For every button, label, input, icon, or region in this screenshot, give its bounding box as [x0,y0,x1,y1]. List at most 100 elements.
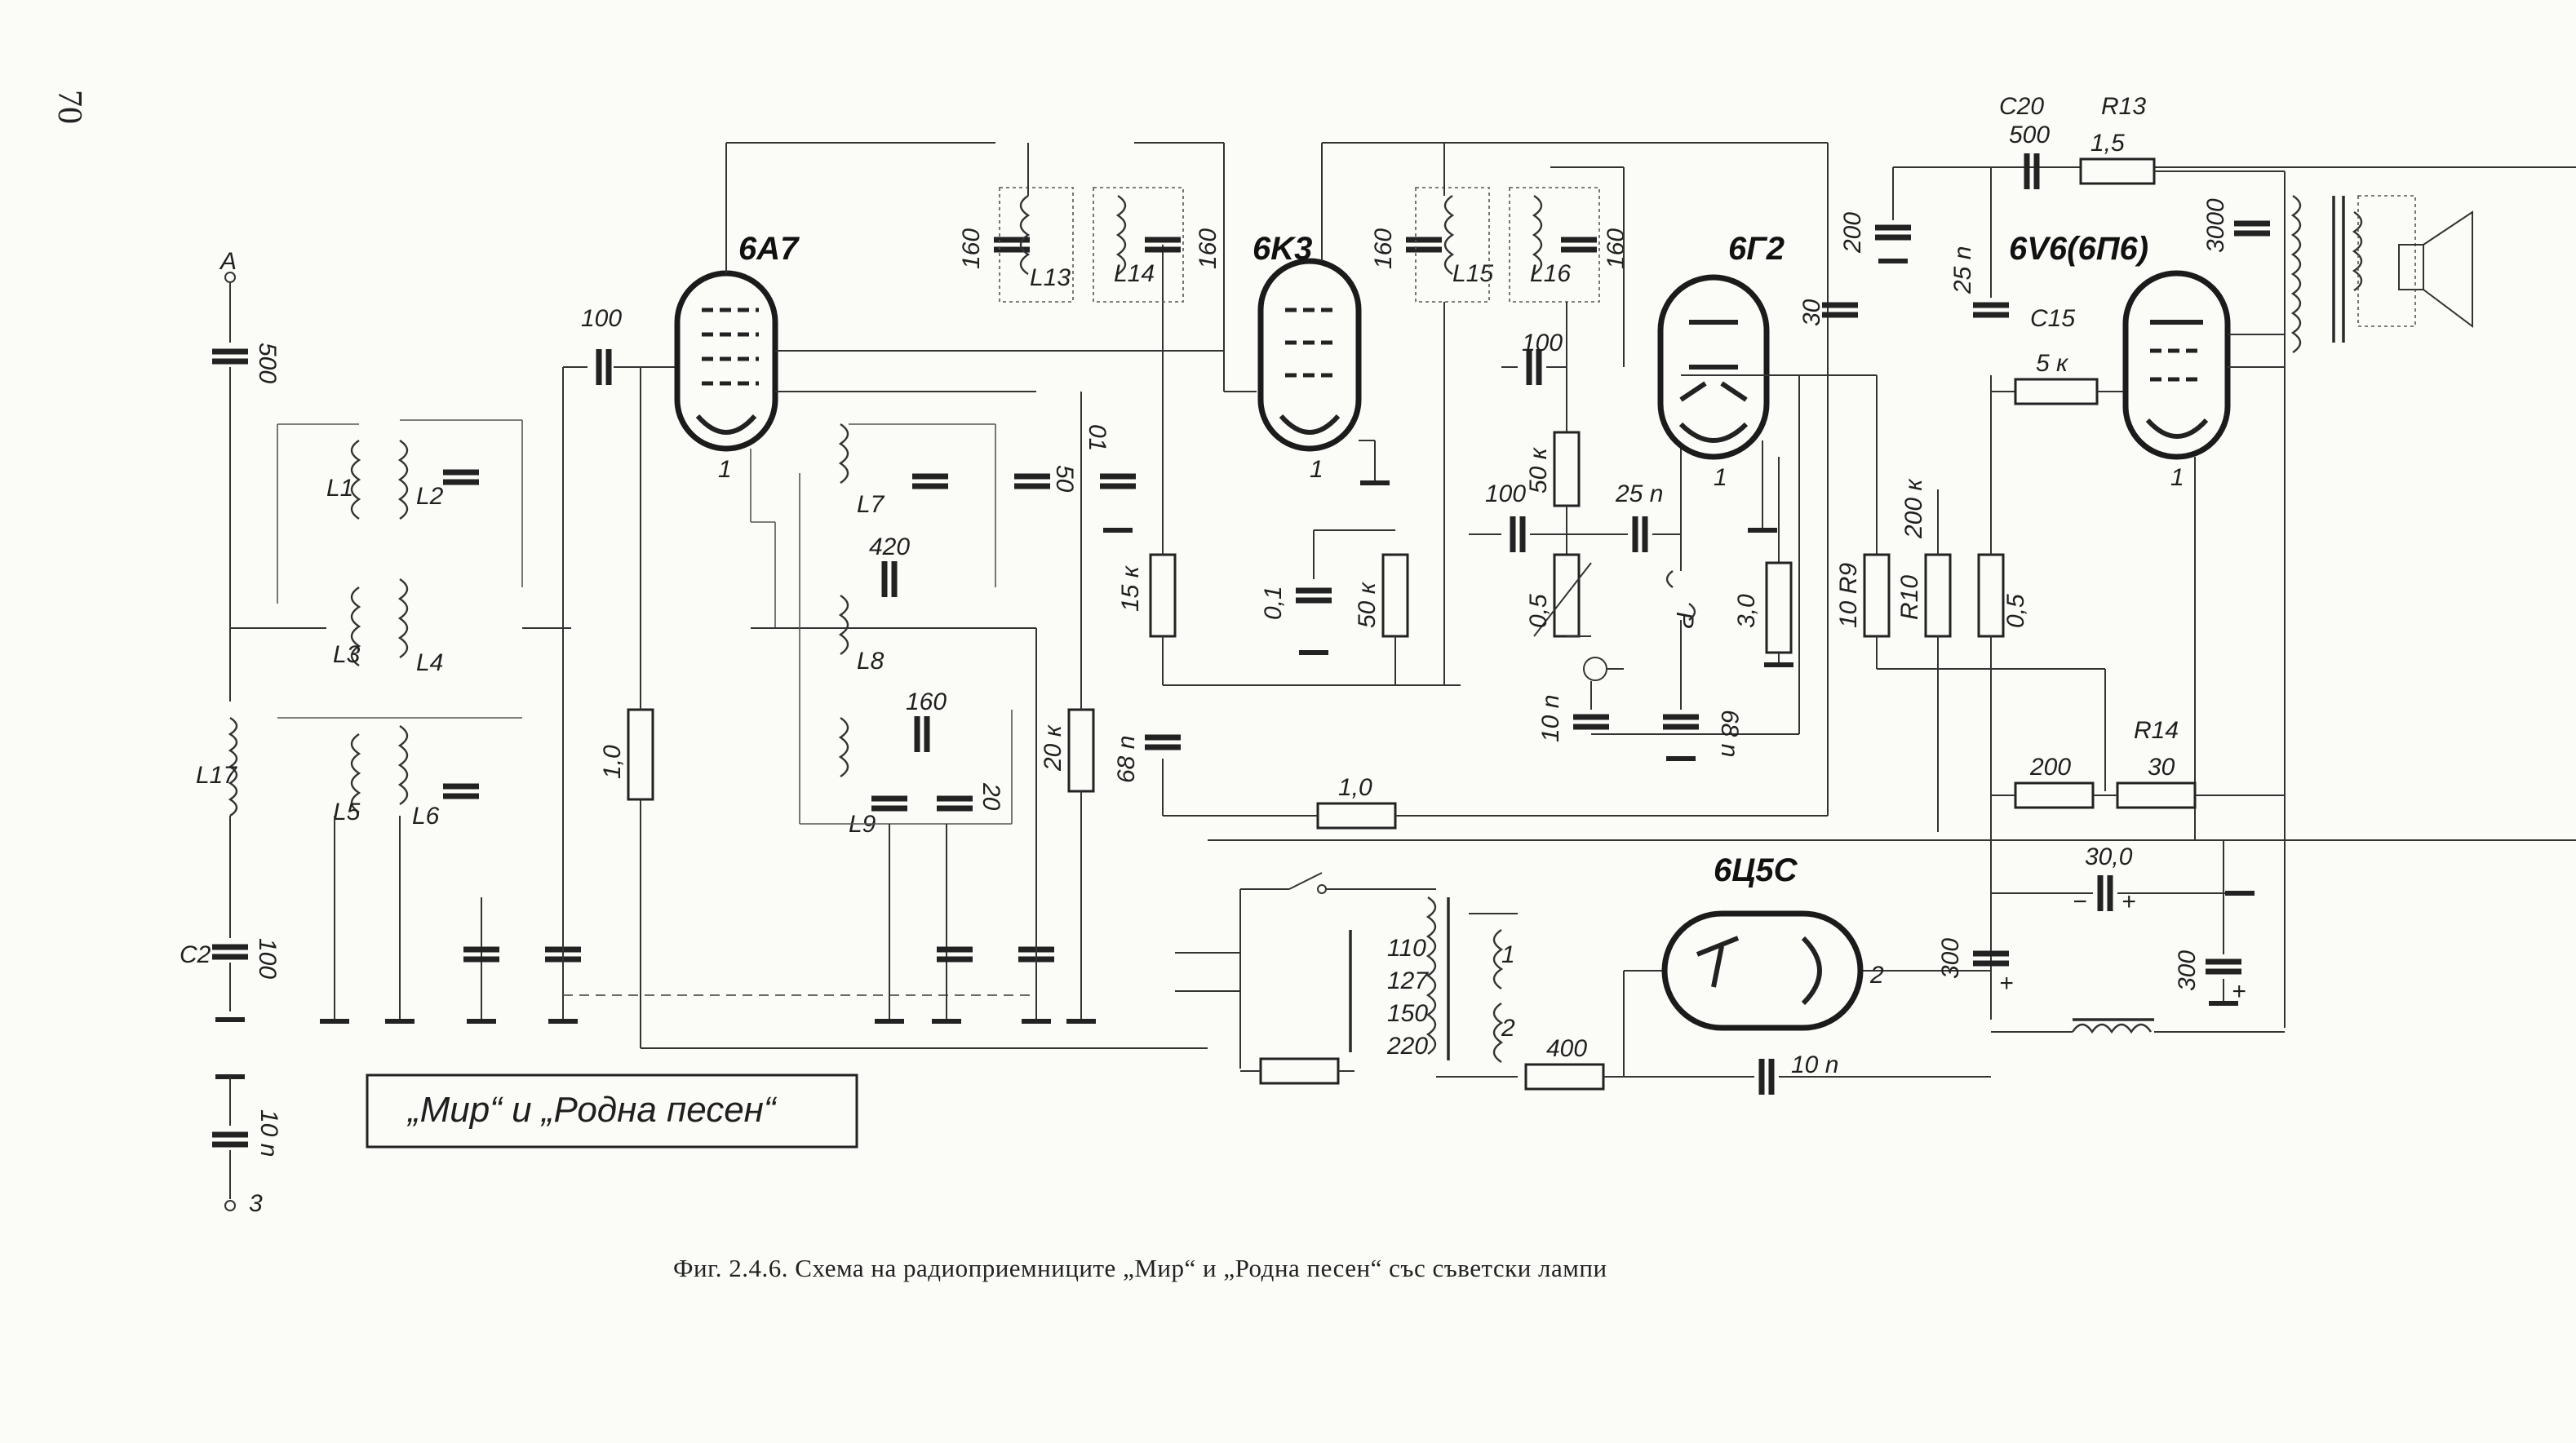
detector-network: 100 50 к 100 25 n 0,5 10 n P 68 n [1469,330,1799,759]
c3000-label: 3000 [2202,198,2229,253]
r05a-label: 0,5 [1525,594,1552,628]
resistor-0-5m [1977,553,2005,638]
l17-label: L17 [196,762,237,789]
r400-label: 400 [1546,1035,1587,1062]
c10n-label: 10 n [255,1109,282,1157]
l6-label: L6 [412,803,440,830]
resistor-50k-b [1553,431,1581,507]
r50ka-label: 50 к [1354,581,1381,628]
title-box: „Мир“ и „Родна песен“ [366,1073,858,1149]
l8-label: L8 [857,648,885,675]
v127-label: 127 [1387,967,1429,994]
r5k-label: 5 к [2036,350,2069,377]
title-box-text: „Мир“ и „Родна песен“ [406,1090,778,1130]
tube-6k3-cathode: 1 [1310,456,1323,483]
tube-6a7: 6A7 1 [674,142,1036,483]
c420-label: 420 [869,533,910,560]
c2-label: C2 [180,941,211,968]
if-transformer-1: 160 L13 L14 160 [958,142,1257,392]
r10b-label: R10 [1896,575,1923,620]
tube-6a7-label: 6A7 [738,231,800,267]
tube-6v6-cathode: 1 [2170,464,2184,491]
c01-label: 01 [1084,424,1111,451]
c30-0-label: 30,0 [2085,843,2133,870]
c160-l16-label: 160 [1603,228,1629,269]
c500b-label: 500 [2009,122,2050,148]
r15-label: 1,5 [2091,130,2125,157]
resistor-r14 [2116,781,2197,809]
c100a-label: 100 [254,938,281,979]
l4-label: L4 [416,649,443,676]
r20k-label: 20 к [1040,724,1066,772]
r200k-label: 200 к [1900,478,1927,539]
resistor-50k-a [1381,553,1409,638]
resistor-3m [1765,561,1793,654]
c160-l14-label: 160 [1195,228,1221,269]
r05b-label: 0,5 [2002,594,2029,628]
c160a-label: 160 [906,688,947,715]
figure-caption: Фиг. 2.4.6. Схема на радиоприемниците „М… [673,1254,1607,1282]
r200-label: 200 [2029,754,2071,781]
r14-label: R14 [2134,717,2179,744]
c68n-label: 68 n [1113,736,1140,783]
resistor-r13 [2079,157,2156,185]
r13-label: R13 [2101,93,2146,120]
c160-l15-label: 160 [1370,228,1397,269]
tone-p-label: P [1671,612,1698,628]
antenna-label: A [219,248,237,275]
c10nc-label: 10 n [1791,1051,1838,1078]
power-supply: 110 127 150 220 1 2 400 10 n [1175,872,1991,1095]
tube-6g2: 6Г2 1 3,0 200 30 [1657,143,2576,816]
c50-label: 50 [1051,465,1078,493]
ground-terminal-label: 3 [249,1190,263,1217]
winding-1-label: 1 [1501,941,1515,968]
resistor-1m-b [1316,802,1397,830]
resistor-15k [1149,553,1177,638]
fuse-resistor [1259,1057,1340,1085]
l5-label: L5 [333,799,361,826]
anode-2-label: 2 [1869,962,1884,989]
l1-label: L1 [326,475,353,502]
c500-label: 500 [254,343,281,383]
l16-label: L16 [1530,260,1571,287]
output-transformer [2228,188,2473,1028]
filter-resistors: 200 R14 30 1,0 [1163,717,2576,841]
l7-label: L7 [857,491,885,518]
c100-grid-label: 100 [581,305,622,332]
svg-text:+: + [2122,888,2136,915]
r30b-label: 30 [2148,754,2175,781]
r50kb-label: 50 к [1525,446,1552,494]
r30-label: 3,0 [1733,594,1760,628]
resistor-5k [2014,378,2099,405]
n20-label: 20 [978,782,1004,811]
svg-text:−: − [2073,888,2087,915]
r1-0-label: 1,0 [1338,774,1372,801]
c100c-label: 100 [1485,480,1526,507]
r10r9-label: 10 R9 [1835,563,1862,628]
oscillator-section: L7 420 L8 160 L9 20 50 01 20 к [750,245,1461,1021]
resistor-20k [1067,708,1095,793]
c160-l13-label: 160 [958,228,985,269]
r15k-label: 15 к [1117,564,1144,612]
svg-text:+: + [2232,978,2246,1005]
tube-6g2-cathode: 1 [1714,464,1727,491]
c25nb-label: 25 n [1949,246,1976,294]
l15-label: L15 [1452,260,1493,287]
c10nb-label: 10 n [1537,695,1564,742]
antenna-input: A 500 L17 C2 100 10 n 3 [180,248,282,1217]
c300a-label: 300 [1937,938,1964,979]
winding-2-label: 2 [1501,1015,1515,1042]
svg-text:+: + [1999,970,2014,997]
r10-label: 1,0 [599,745,626,779]
tube-6a7-cathode: 1 [718,456,732,483]
l3-label: L3 [333,641,361,668]
l2-label: L2 [416,483,444,510]
resistor-200 [2014,781,2095,809]
tube-6k3: 6K3 1 0,1 50 к [1253,142,1828,685]
tube-6c5s: 6Ц5С 2 [1661,852,1884,1031]
resistor-r9 [1863,553,1891,638]
filter-caps: 300 + 30,0 − + 300 + [1937,840,2285,1034]
c68nb-label: 68 n [1716,710,1743,757]
c25n-label: 25 n [1615,480,1663,507]
tube-6v6-label: 6V6(6П6) [2009,231,2148,267]
